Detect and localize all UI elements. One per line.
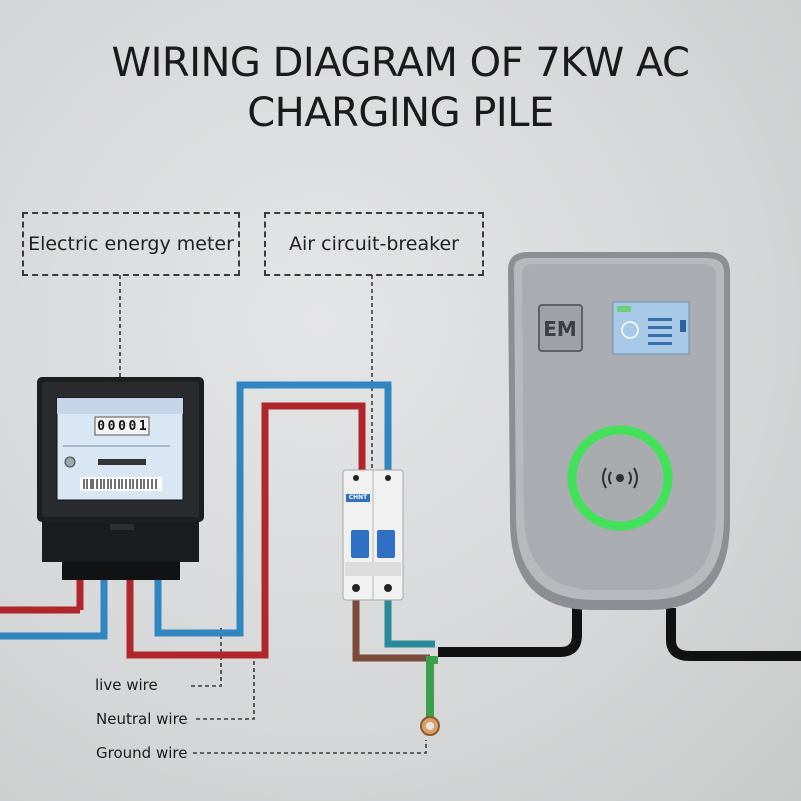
meter-digit: 0: [97, 418, 106, 434]
legend-live-wire: live wire: [95, 676, 158, 694]
breaker-out-live: [352, 600, 430, 662]
charger-input-cable: [438, 606, 582, 657]
ground-wire: [426, 656, 438, 718]
meter-digit: 1: [138, 418, 147, 434]
meter-counter: [94, 416, 150, 436]
meter-barcode-label: [80, 477, 162, 491]
meter-digit: 0: [128, 418, 137, 434]
meter-reading: 0 0 0 0 1: [96, 418, 148, 434]
diagram-title-line-2: CHARGING PILE: [247, 90, 554, 136]
air-breaker-label-text: Air circuit-breaker: [289, 233, 459, 255]
live-leader-line: [191, 628, 222, 687]
nfc-icon: [602, 467, 638, 489]
diagram-title-line-1: WIRING DIAGRAM OF 7KW AC: [111, 40, 690, 86]
breaker-brand-text: CHNT: [348, 494, 368, 501]
breaker-out-neutral: [384, 600, 435, 648]
meter-digit: 0: [118, 418, 126, 434]
charger-output-cable: [666, 608, 801, 661]
incoming-neutral-wire: [0, 570, 108, 640]
meter-to-breaker-live: [126, 402, 366, 659]
breaker-toggle-left: [351, 530, 369, 558]
neutral-leader-line: [196, 658, 255, 720]
energy-meter-label: Electric energy meter: [22, 212, 240, 276]
legend-ground-wire: Ground wire: [96, 744, 188, 762]
meter-digit: 0: [107, 418, 116, 434]
breaker-brand-plate: [346, 494, 370, 502]
meter-barcode: [83, 479, 157, 489]
charger-status-ring: [567, 425, 673, 531]
breaker-toggle-right: [377, 530, 395, 558]
charger-logo-badge: [538, 304, 583, 352]
air-breaker-label: Air circuit-breaker: [264, 212, 484, 276]
charging-pile: EM: [508, 252, 730, 610]
ground-terminal-hole: [426, 722, 434, 730]
charger-logo-text: EM: [543, 317, 577, 341]
circuit-breaker: [342, 469, 404, 601]
energy-meter: [37, 377, 204, 580]
legend-neutral-wire: Neutral wire: [96, 710, 188, 728]
ground-leader-line: [193, 740, 427, 754]
energy-meter-label-text: Electric energy meter: [28, 233, 234, 255]
meter-to-breaker-neutral: [154, 381, 392, 637]
